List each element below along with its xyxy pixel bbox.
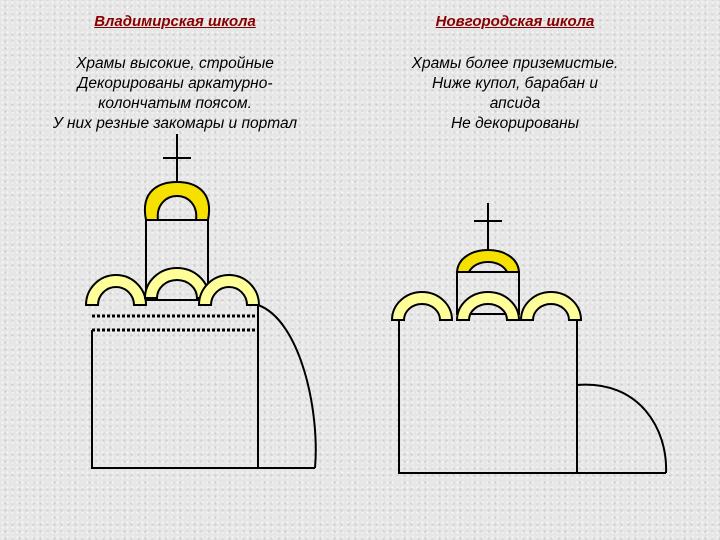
novgorod-dome — [455, 248, 521, 273]
novgorod-desc-line-2: Ниже купол, барабан и — [431, 75, 598, 92]
vladimir-cross-icon — [163, 134, 191, 182]
vladimir-zakomara-left — [84, 274, 148, 306]
vladimir-dome — [143, 180, 211, 221]
novgorod-school-title: Новгородская школа — [435, 13, 595, 30]
vladimir-body — [91, 305, 315, 469]
vladimir-apse — [257, 304, 317, 469]
novgorod-school-column: Новгородская школа Храмы более приземист… — [345, 12, 685, 134]
vladimir-drum — [145, 219, 209, 301]
vladimir-school-title: Владимирская школа — [94, 13, 256, 30]
vladimir-church — [84, 134, 317, 469]
vladimir-desc-line-2: Декорированы аркатурно- — [77, 75, 273, 92]
vladimir-desc-line-3: колончатым поясом. — [98, 95, 252, 112]
novgorod-church — [390, 203, 668, 474]
vladimir-school-column: Владимирская школа Храмы высокие, стройн… — [5, 12, 345, 134]
novgorod-desc-line-1: Храмы более приземистые. — [411, 55, 619, 72]
novgorod-desc-line-4: Не декорированы — [450, 115, 580, 132]
vladimir-zakomara-right — [197, 274, 261, 306]
vladimir-desc-line-4: У них резные закомары и портал — [52, 115, 298, 132]
novgorod-cross-icon — [474, 203, 502, 250]
novgorod-apse — [576, 383, 668, 474]
vladimir-arcature-belt — [92, 314, 258, 332]
novgorod-zakomara-center — [455, 291, 521, 321]
vladimir-desc-line-1: Храмы высокие, стройные — [76, 55, 274, 72]
vladimir-zakomara-center — [143, 267, 211, 299]
novgorod-body — [398, 320, 666, 474]
novgorod-desc-line-3: апсида — [489, 95, 541, 112]
novgorod-zakomara-left — [390, 291, 454, 321]
novgorod-drum — [456, 271, 520, 315]
novgorod-zakomara-right — [519, 291, 583, 321]
